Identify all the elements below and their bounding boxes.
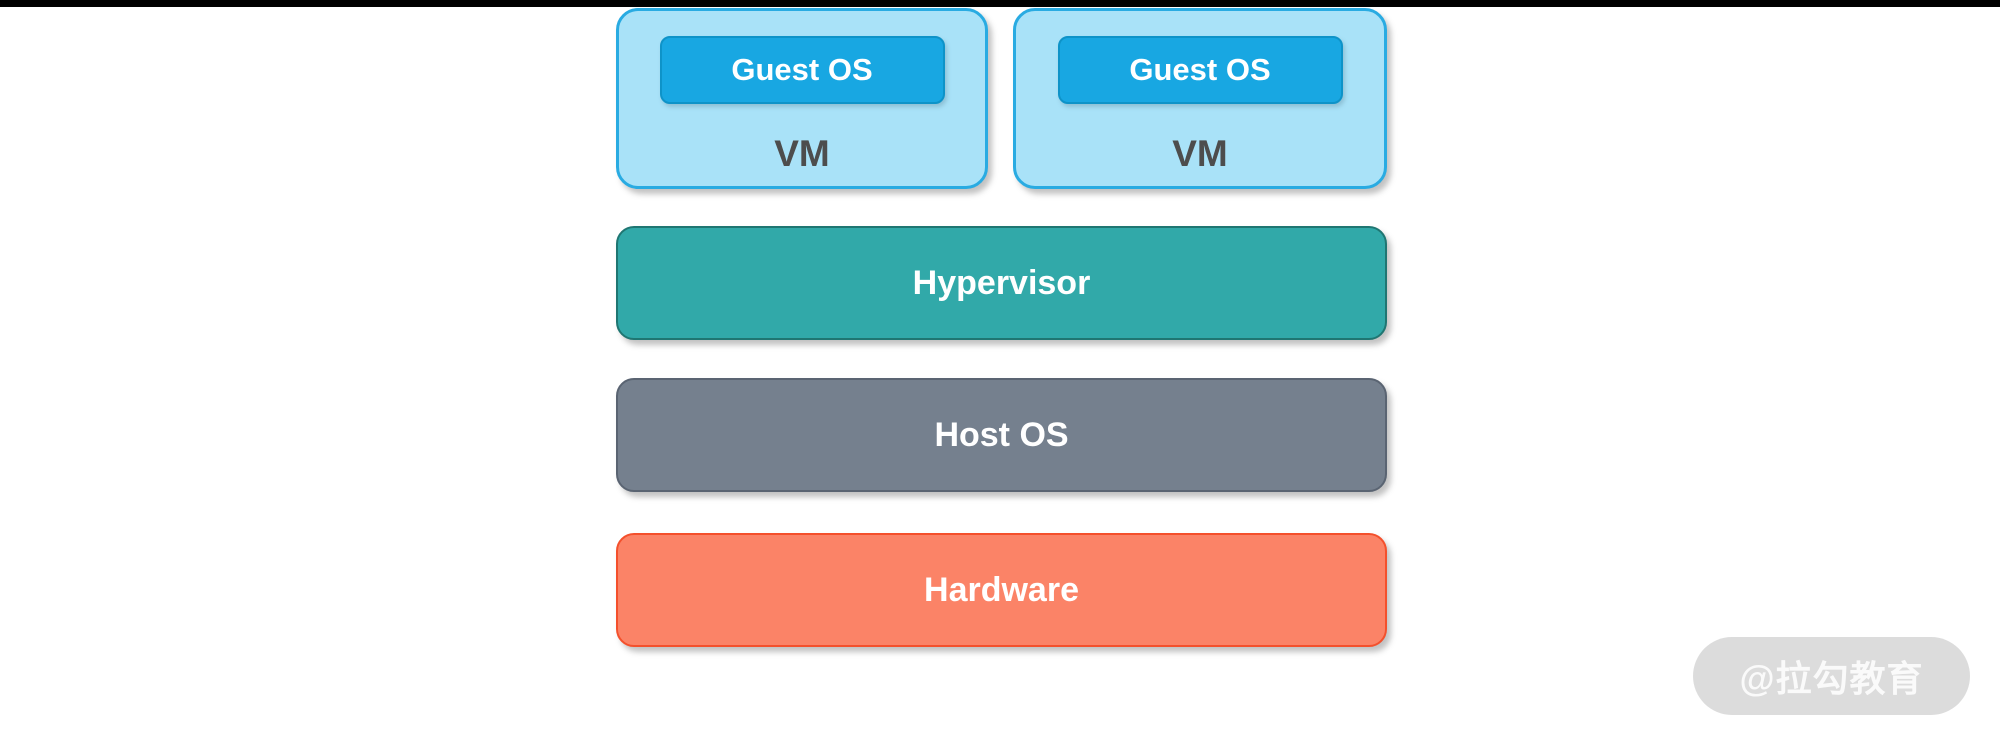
vm-box-1: Guest OS VM <box>616 8 988 189</box>
vm-box-2: Guest OS VM <box>1013 8 1387 189</box>
hardware-label: Hardware <box>924 570 1079 609</box>
guest-os-block-1: Guest OS <box>659 36 945 104</box>
host-os-label: Host OS <box>934 415 1069 454</box>
hypervisor-label: Hypervisor <box>912 263 1091 302</box>
guest-os-label-1: Guest OS <box>731 52 873 87</box>
vm-label-2: VM <box>1172 133 1228 174</box>
guest-os-block-2: Guest OS <box>1057 36 1343 104</box>
top-black-bar <box>0 0 2000 7</box>
hypervisor-layer: Hypervisor <box>616 226 1387 340</box>
guest-os-label-2: Guest OS <box>1129 52 1271 87</box>
watermark-text: @拉勾教育 <box>1739 658 1924 699</box>
watermark-badge: @拉勾教育 <box>1693 637 1970 715</box>
hardware-layer: Hardware <box>616 533 1387 647</box>
vm-label-1: VM <box>774 133 830 174</box>
host-os-layer: Host OS <box>616 378 1387 492</box>
